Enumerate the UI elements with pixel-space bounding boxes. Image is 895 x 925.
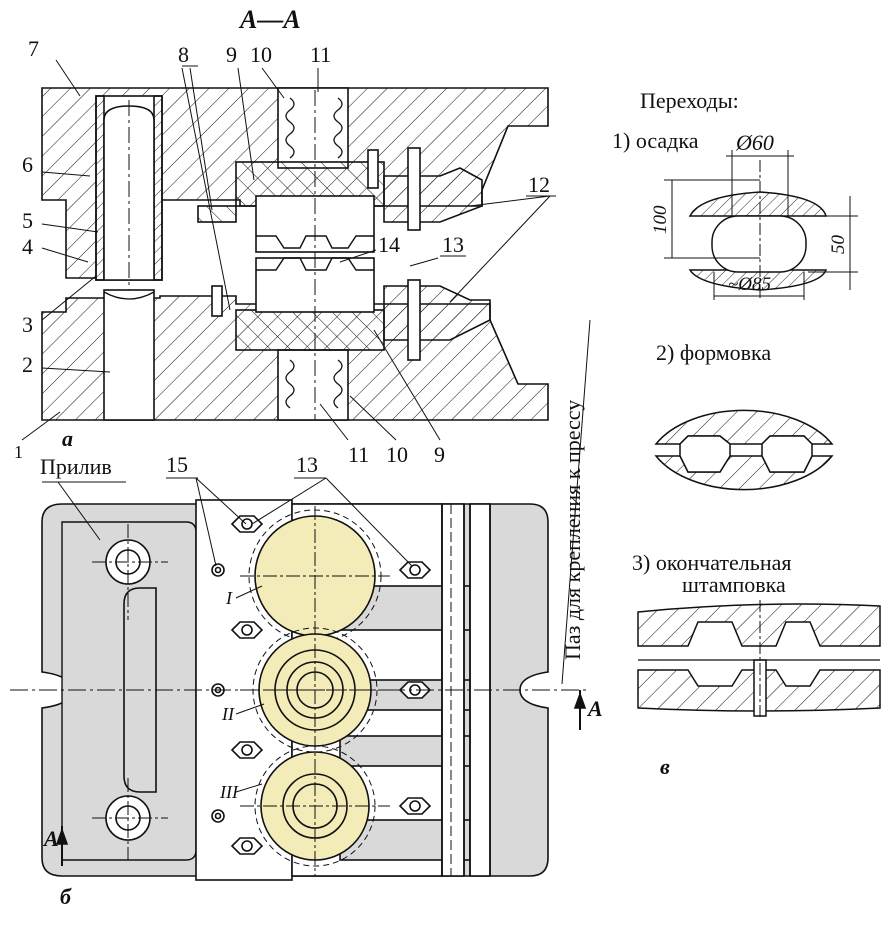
step3-label-line2: штамповка (682, 572, 786, 597)
label-15: 15 (166, 452, 188, 477)
label-14: 14 (378, 232, 400, 257)
guide-post-lower (103, 289, 155, 421)
label-9-bottom: 9 (434, 442, 445, 467)
label-13-plan: 13 (296, 452, 318, 477)
dim-top: Ø60 (735, 130, 774, 155)
dowel-pins (211, 563, 225, 823)
caption-a: а (62, 426, 73, 451)
station-label-3: III (219, 782, 239, 802)
view-a-section: А—А (21, 5, 556, 441)
dim-right: 50 (828, 235, 849, 255)
spring-pocket-top (277, 87, 349, 169)
step3-label-line1: 3) окончательная (632, 550, 791, 575)
view-b-plan (10, 319, 591, 881)
label-11-bottom: 11 (348, 442, 369, 467)
section-mark-right: А (586, 696, 603, 721)
step2-forming (654, 409, 834, 491)
label-12: 12 (528, 172, 550, 197)
station-label-1: I (225, 588, 233, 608)
label-1: 1 (14, 442, 23, 462)
step2-label: 2) формовка (656, 340, 771, 365)
label-13-top: 13 (442, 232, 464, 257)
step3-final (637, 600, 881, 720)
lower-die-profile (256, 257, 374, 271)
label-8: 8 (178, 42, 189, 67)
label-10-top: 10 (250, 42, 272, 67)
transitions-heading: Переходы: (640, 88, 739, 113)
label-5: 5 (22, 208, 33, 233)
view-c-labels: Переходы: 1) осадка Ø60 ~Ø85 100 50 2) ф… (612, 88, 849, 779)
step1-upsetting (664, 150, 858, 300)
label-9-top: 9 (226, 42, 237, 67)
label-11-top: 11 (310, 42, 331, 67)
view-c-transitions (637, 150, 881, 720)
section-mark-left: А (42, 826, 59, 851)
step1-label: 1) осадка (612, 128, 699, 153)
label-6: 6 (22, 152, 33, 177)
bolt-heads (230, 515, 432, 855)
label-7: 7 (28, 36, 39, 61)
caption-b: б (60, 884, 72, 909)
label-2: 2 (22, 352, 33, 377)
dim-left: 100 (650, 205, 671, 234)
upper-clamp (383, 167, 483, 223)
view-a-labels: 7 8 9 10 11 6 5 4 3 2 1 12 14 13 11 10 9… (14, 36, 550, 467)
boss-label: Прилив (40, 454, 112, 479)
slot-label: Паз для крепления к прессу (560, 400, 585, 660)
spring-pocket-bottom (277, 349, 349, 421)
caption-c: в (660, 754, 670, 779)
section-title: А—А (238, 5, 301, 34)
label-10-bottom: 10 (386, 442, 408, 467)
station-label-2: II (221, 704, 235, 724)
view-b-labels: Прилив 15 13 I II III Паз для крепления … (40, 400, 603, 909)
label-3: 3 (22, 312, 33, 337)
label-4: 4 (22, 234, 33, 259)
upper-die-profile (256, 235, 374, 249)
lower-holder (235, 309, 385, 351)
dim-bottom: ~Ø85 (728, 274, 771, 295)
